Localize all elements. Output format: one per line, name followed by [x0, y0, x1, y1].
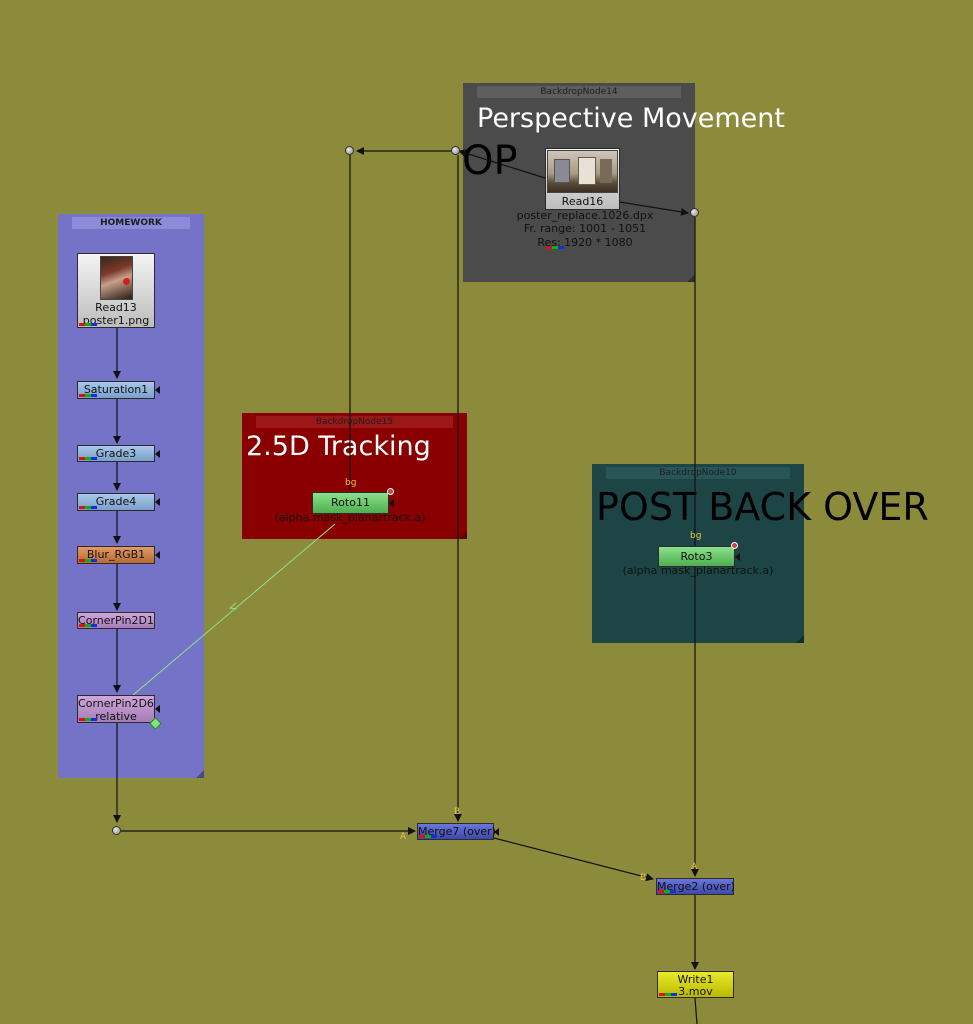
- backdrop-label: BackdropNode14: [477, 86, 681, 98]
- node-label: CornerPin2D6: [78, 697, 154, 710]
- dot-node-center[interactable]: [451, 146, 460, 155]
- node-label: Read16: [561, 195, 604, 208]
- mask-input-icon: [155, 705, 160, 713]
- channel-indicator: [79, 718, 97, 721]
- backdrop-title: 2.5D Tracking: [246, 431, 431, 462]
- dot-node-right[interactable]: [690, 208, 699, 217]
- channel-indicator: [659, 993, 677, 996]
- roto3-sublabel: (alpha mask_planartrack.a): [622, 564, 774, 577]
- node-sublabel: relative: [95, 710, 137, 723]
- channel-indicator: [79, 394, 97, 397]
- read16-resolution: Res: 1920 * 1080: [537, 236, 633, 249]
- node-read16[interactable]: Read16: [545, 148, 620, 210]
- node-label: Saturation1: [83, 383, 149, 396]
- node-label: Blur_RGB1: [86, 548, 146, 561]
- channel-indicator: [658, 890, 676, 893]
- backdrop-label: HOMEWORK: [72, 217, 190, 229]
- merge2-a-input-label: A: [691, 862, 698, 872]
- mask-input-icon: [155, 449, 160, 458]
- read16-frame-range: Fr. range: 1001 - 1051: [523, 222, 647, 235]
- node-label: Merge7 (over): [418, 825, 496, 838]
- roto11-sublabel: (alpha mask_planartrack.a): [274, 511, 426, 524]
- node-file: poster1.png: [82, 314, 150, 327]
- mask-input-icon: [389, 499, 394, 507]
- node-merge2[interactable]: Merge2 (over): [656, 878, 735, 895]
- resize-handle[interactable]: [459, 531, 467, 539]
- channel-indicator: [79, 457, 97, 460]
- channel-indicator: [79, 323, 97, 326]
- node-read13[interactable]: Read13 poster1.png: [77, 253, 155, 328]
- roto3-bg-input-label: bg: [690, 531, 702, 541]
- resize-handle[interactable]: [687, 274, 695, 282]
- merge2-b-input-label: B: [640, 873, 647, 883]
- mask-input-icon: [494, 827, 499, 836]
- node-label: Read13: [95, 301, 137, 314]
- node-roto11[interactable]: Roto11: [312, 492, 394, 514]
- node-saturation1[interactable]: Saturation1: [77, 381, 160, 399]
- node-cornerpin2d1[interactable]: CornerPin2D1: [77, 612, 155, 629]
- backdrop-2-5d-tracking[interactable]: BackdropNode15 2.5D Tracking: [242, 413, 467, 539]
- mask-input-icon: [155, 386, 160, 394]
- read13-thumbnail: [100, 256, 133, 300]
- node-label: Grade3: [95, 447, 137, 460]
- node-grade4[interactable]: Grade4: [77, 493, 160, 511]
- backdrop-label: BackdropNode15: [256, 416, 453, 428]
- node-blur-rgb1[interactable]: Blur_RGB1: [77, 546, 160, 564]
- resize-handle[interactable]: [796, 635, 804, 643]
- roto3-warning-icon: [731, 542, 738, 549]
- merge7-a-input-label: A: [400, 832, 407, 842]
- backdrop-title: Perspective Movement: [477, 103, 785, 134]
- node-file: 3.mov: [678, 985, 713, 998]
- node-write1[interactable]: Write1 3.mov: [657, 971, 734, 998]
- node-cornerpin2d6[interactable]: CornerPin2D6 relative: [77, 695, 160, 723]
- read16-file: poster_replace.1026.dpx: [516, 209, 654, 222]
- channel-indicator: [79, 624, 97, 627]
- node-label: Grade4: [95, 495, 137, 508]
- node-label: Roto11: [331, 496, 370, 509]
- dot-node-left[interactable]: [345, 146, 354, 155]
- backdrop-title-overflow: OP: [462, 138, 518, 184]
- node-merge7[interactable]: Merge7 (over): [417, 823, 499, 840]
- node-roto3[interactable]: Roto3: [658, 546, 740, 567]
- channel-indicator: [79, 506, 97, 509]
- node-grade3[interactable]: Grade3: [77, 445, 160, 462]
- channel-indicator: [419, 835, 437, 838]
- dot-node-bottom[interactable]: [112, 826, 121, 835]
- node-label: Roto3: [680, 550, 713, 563]
- channel-indicator: [79, 559, 97, 562]
- merge7-b-input-label: B: [454, 807, 461, 817]
- backdrop-label: BackdropNode10: [606, 467, 790, 479]
- node-label: Merge2 (over): [657, 880, 735, 893]
- read16-channel-indicator: [546, 246, 564, 249]
- read16-thumbnail: [547, 150, 618, 193]
- node-label: Write1: [677, 973, 714, 986]
- resize-handle[interactable]: [196, 770, 204, 778]
- backdrop-perspective-movement[interactable]: BackdropNode14 Perspective Movement: [463, 83, 785, 282]
- backdrop-title: POST BACK OVER: [596, 485, 929, 529]
- roto11-warning-icon: [387, 488, 394, 495]
- mask-input-icon: [735, 552, 740, 561]
- roto11-bg-input-label: bg: [345, 478, 357, 488]
- mask-input-icon: [155, 551, 160, 559]
- mask-input-icon: [155, 498, 160, 506]
